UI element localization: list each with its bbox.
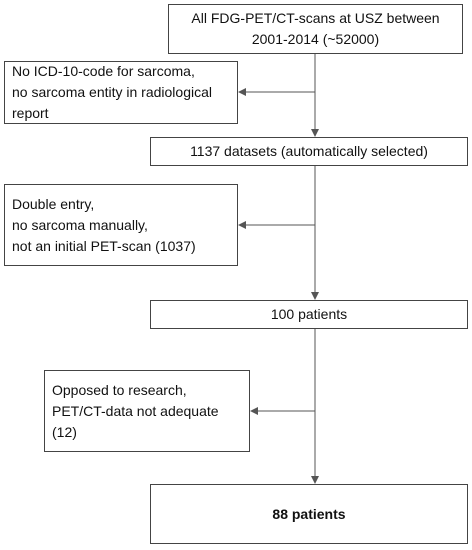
start-box: All FDG-PET/CT-scans at USZ between 2001… — [168, 4, 463, 54]
exclusion-box-2-label: Double entry, no sarcoma manually, not a… — [12, 195, 196, 254]
exclusion-box-2: Double entry, no sarcoma manually, not a… — [4, 184, 238, 266]
exclusion-box-3: Opposed to research, PET/CT-data not ade… — [44, 370, 250, 452]
final-patients-box: 88 patients — [150, 484, 468, 544]
patients-100-box: 100 patients — [150, 300, 468, 329]
exclusion-box-1-label: No ICD-10-code for sarcoma, no sarcoma e… — [12, 63, 212, 121]
patients-100-box-label: 100 patients — [270, 306, 348, 322]
final-patients-box-label: 88 patients — [272, 505, 346, 522]
exclusion-box-1: No ICD-10-code for sarcoma, no sarcoma e… — [4, 61, 238, 124]
datasets-box-label: 1137 datasets (automatically selected) — [190, 143, 428, 159]
exclusion-box-3-label: Opposed to research, PET/CT-data not ade… — [52, 381, 219, 440]
datasets-box: 1137 datasets (automatically selected) — [150, 137, 468, 166]
start-box-label: All FDG-PET/CT-scans at USZ between 2001… — [191, 10, 440, 47]
